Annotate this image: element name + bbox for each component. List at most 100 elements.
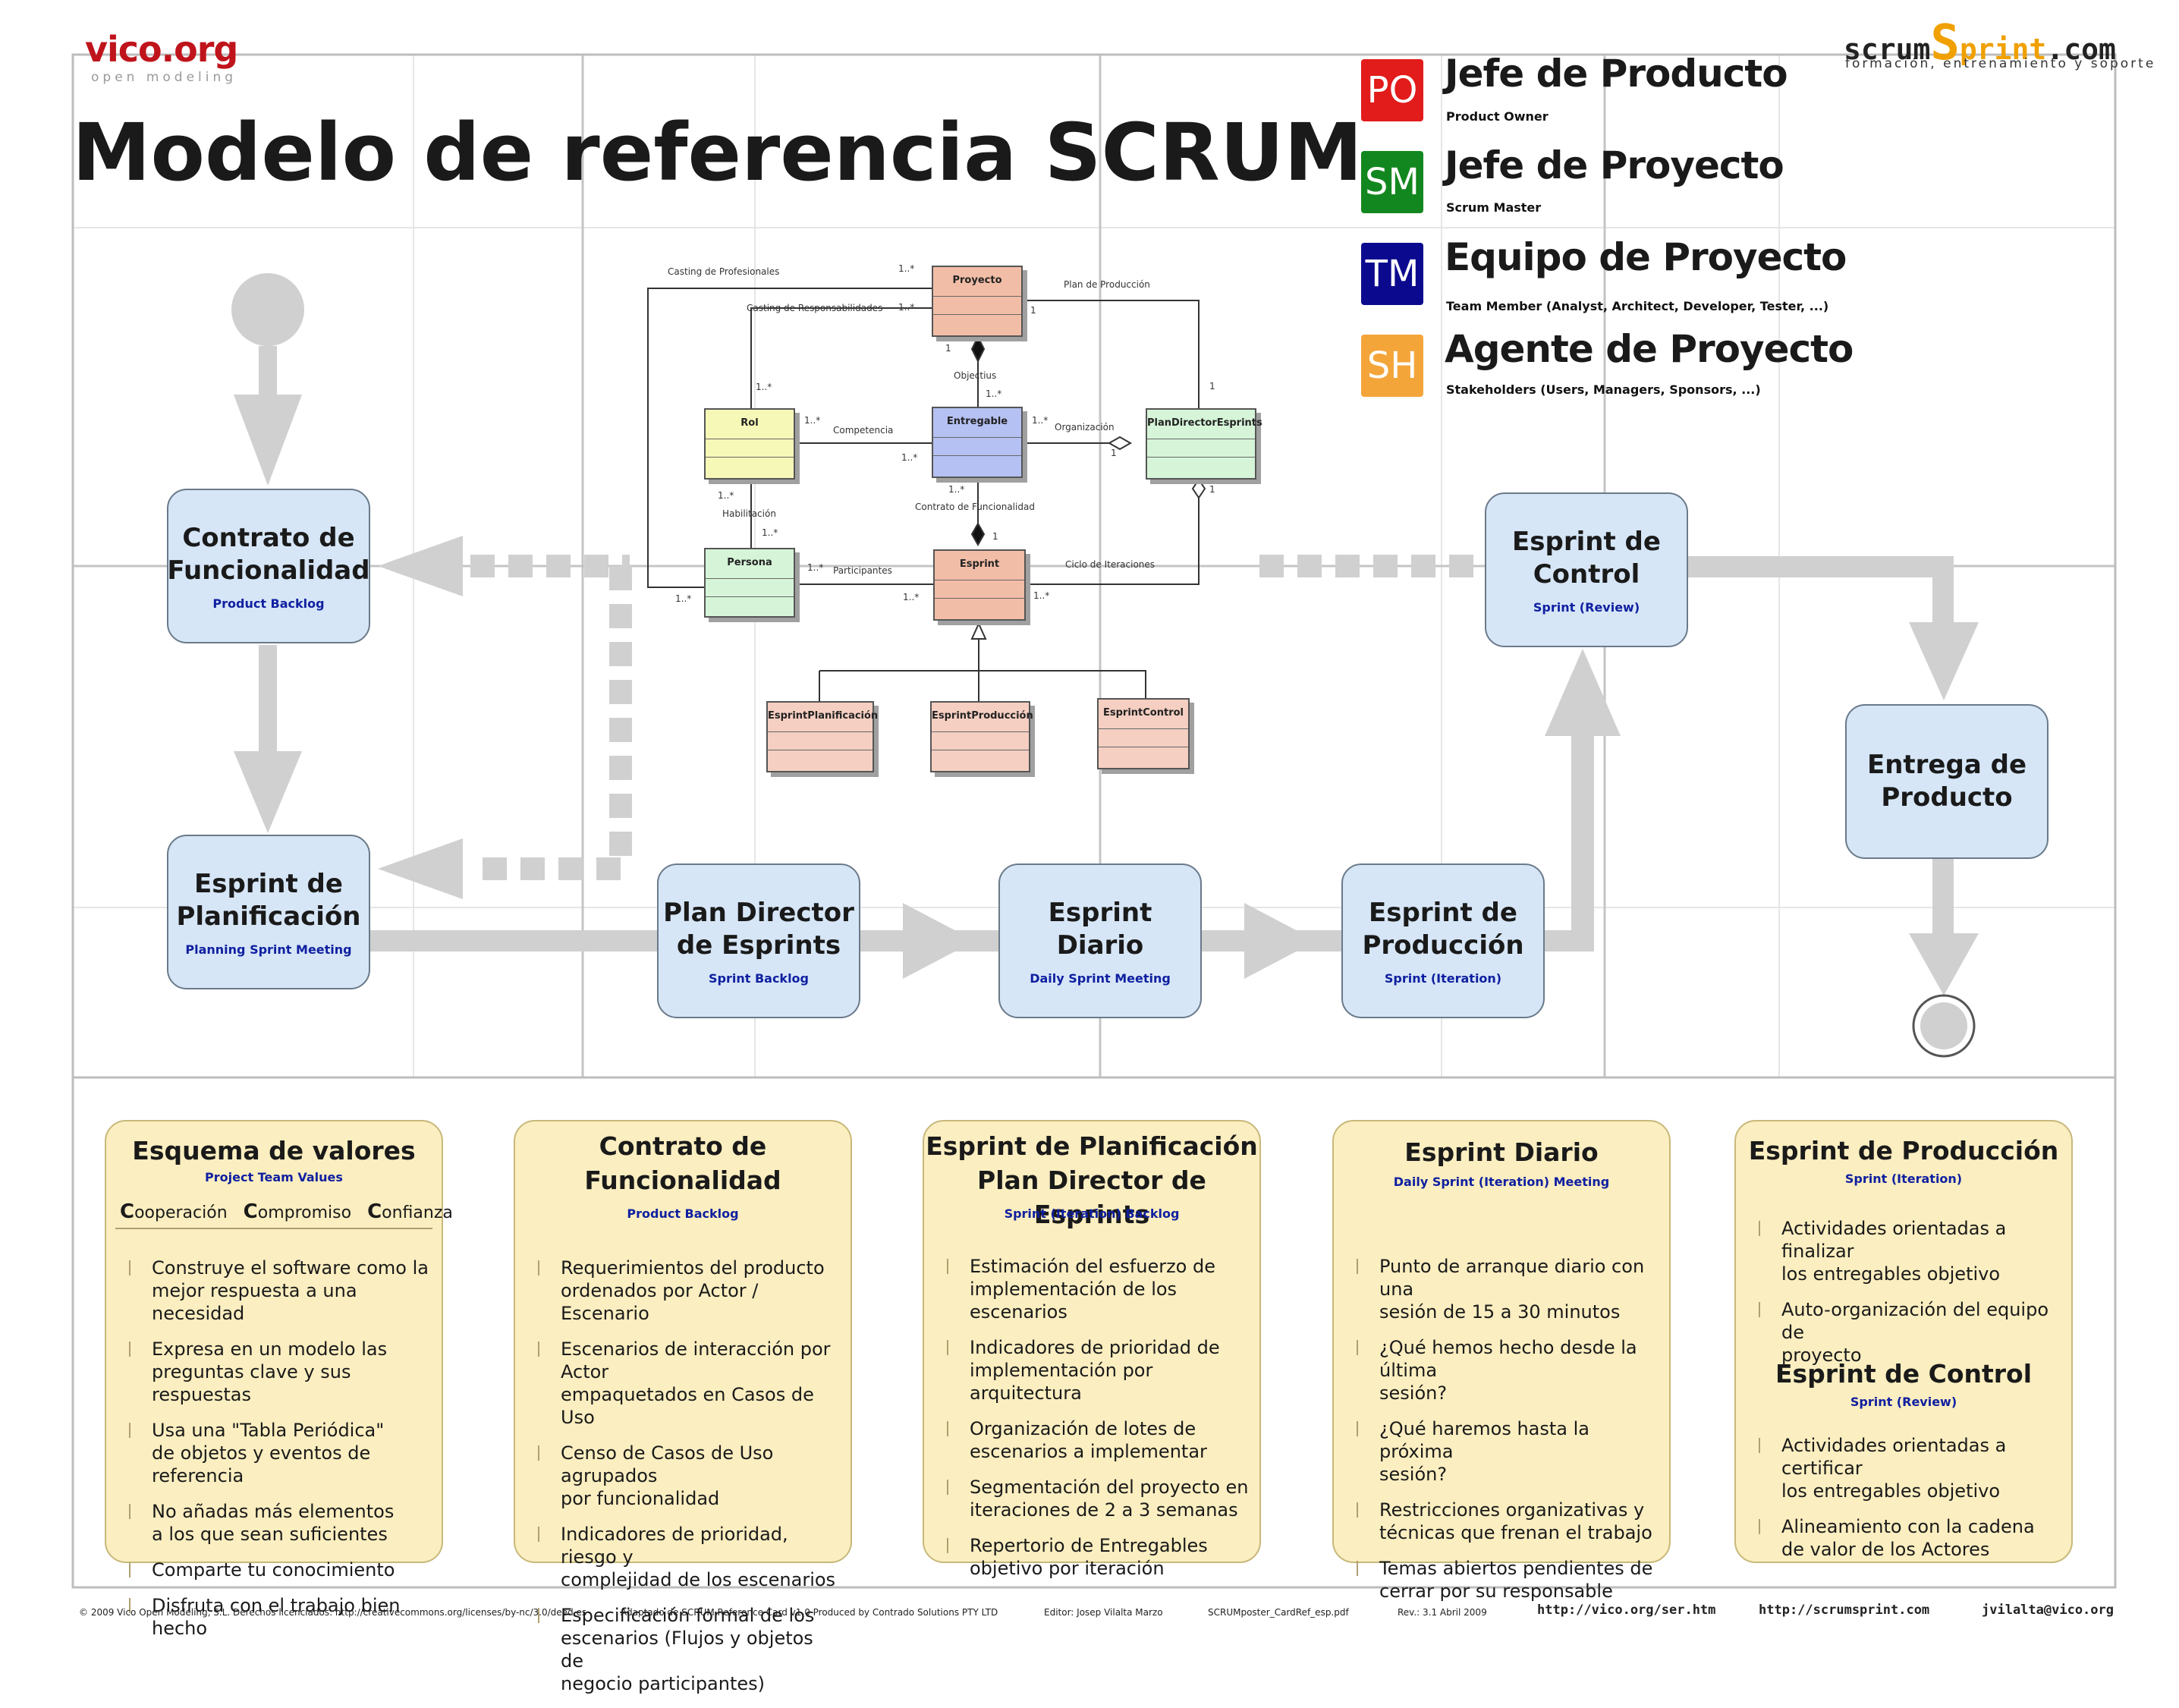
node-subtitle: Sprint (Iteration) xyxy=(1384,970,1502,986)
class-divider xyxy=(935,598,1024,599)
uml-label-objetivos: Objectius xyxy=(954,370,997,381)
logo-part-print: print xyxy=(1959,33,2047,66)
bullet xyxy=(947,1259,948,1274)
uml-mult: 1 xyxy=(1030,305,1036,316)
class-name: PlanDirectorEsprints xyxy=(1147,417,1262,429)
uml-label-casting-profesionales: Casting de Profesionales xyxy=(668,266,780,277)
uml-label-contrato-funcionalidad: Contrato de Funcionalidad xyxy=(915,502,1035,512)
node-esprint-diario[interactable]: Esprint Diario Daily Sprint Meeting xyxy=(998,863,1202,1018)
uml-mult: 1 xyxy=(945,343,951,354)
list-item: Alineamiento con la cadena de valor de l… xyxy=(1759,1515,2061,1561)
bullet xyxy=(947,1421,948,1436)
footer-file: SCRUMposter_CardRef_esp.pdf xyxy=(1208,1607,1349,1618)
uml-class-esprint-planificacion[interactable]: EsprintPlanificación xyxy=(766,701,878,772)
bullet xyxy=(1759,1438,1760,1453)
uml-mult: 1..* xyxy=(1032,415,1049,426)
node-esprint-produccion[interactable]: Esprint de Producción Sprint (Iteration) xyxy=(1341,863,1545,1018)
uml-class-proyecto[interactable]: Proyecto xyxy=(932,266,1023,337)
class-name: Rol xyxy=(740,417,759,429)
node-esprint-planificacion[interactable]: Esprint de Planificación Planning Sprint… xyxy=(167,835,370,989)
card-title: Esprint de Planificación Plan Director d… xyxy=(926,1131,1258,1229)
bullet xyxy=(947,1340,948,1355)
item-text: No añadas más elementos a los que sean s… xyxy=(152,1501,395,1545)
card-subtitle: Sprint (Iteration) Backlog xyxy=(1004,1206,1180,1221)
item-text: Comparte tu conocimiento xyxy=(152,1559,395,1581)
bullet xyxy=(538,1342,539,1357)
list-item: Segmentación del proyecto en iteraciones… xyxy=(947,1476,1249,1521)
card-list: Requerimientos del producto ordenados po… xyxy=(538,1257,840,1708)
item-text: Actividades orientadas a certificar los … xyxy=(1781,1435,2007,1502)
node-subtitle: Sprint (Review) xyxy=(1533,599,1640,615)
uml-label-habilitacion: Habilitación xyxy=(722,508,776,519)
node-title: Plan Director de Esprints xyxy=(663,897,854,961)
uml-label-participantes: Participantes xyxy=(833,565,892,576)
footer-link-scrumsprint[interactable]: http://scrumsprint.com xyxy=(1759,1603,1930,1618)
node-subtitle: Sprint Backlog xyxy=(708,970,809,986)
class-divider xyxy=(706,596,794,597)
uml-mult: 1..* xyxy=(804,415,821,426)
list-item: Indicadores de prioridad, riesgo y compl… xyxy=(538,1523,840,1591)
uml-mult: 1 xyxy=(992,531,998,542)
node-esprint-control[interactable]: Esprint de Control Sprint (Review) xyxy=(1485,492,1688,647)
value-initial: C xyxy=(367,1200,382,1223)
uml-class-persona[interactable]: Persona xyxy=(704,548,795,618)
bullet xyxy=(1357,1561,1358,1576)
footer-email[interactable]: jvilalta@vico.org xyxy=(1982,1603,2114,1618)
uml-mult: 1 xyxy=(1209,484,1215,495)
list-item: Temas abiertos pendientes de cerrar por … xyxy=(1357,1557,1659,1603)
end-node xyxy=(1920,1002,1967,1049)
node-title: Esprint de Planificación xyxy=(176,868,361,932)
uml-mult: 1..* xyxy=(807,562,824,573)
footer-link-vico[interactable]: http://vico.org/ser.htm xyxy=(1537,1603,1716,1618)
uml-class-esprint[interactable]: Esprint xyxy=(933,549,1026,621)
item-text: Indicadores de prioridad, riesgo y compl… xyxy=(561,1524,836,1590)
bullet xyxy=(1759,1221,1760,1236)
node-contrato-funcionalidad[interactable]: Contrato de Funcionalidad Product Backlo… xyxy=(167,489,370,643)
class-divider xyxy=(933,314,1021,315)
bullet xyxy=(129,1504,130,1519)
bullet xyxy=(538,1608,539,1623)
item-text: Escenarios de interacción por Actor empa… xyxy=(561,1338,831,1428)
uml-class-entregable[interactable]: Entregable xyxy=(932,407,1023,478)
card-subtitle: Daily Sprint (Iteration) Meeting xyxy=(1393,1175,1610,1189)
logo-part-com: .com xyxy=(2046,33,2116,66)
card-subtitle: Product Backlog xyxy=(627,1206,739,1221)
bullet xyxy=(129,1342,130,1357)
list-item: Repertorio de Entregables objetivo por i… xyxy=(947,1534,1249,1580)
footer-adapted: Adaptado de SCRUM Reference Card v1.0 Pr… xyxy=(621,1607,998,1618)
scrumsprint-logo[interactable]: scrumSprint.com xyxy=(1844,15,2116,71)
value-rest: ompromiso xyxy=(257,1203,352,1222)
list-item: Construye el software como la mejor resp… xyxy=(129,1257,431,1325)
node-entrega-producto[interactable]: Entrega de Producto xyxy=(1845,704,2049,859)
card-subtitle-2: Sprint (Review) xyxy=(1850,1395,1957,1409)
vico-logo[interactable]: vico.org xyxy=(85,29,238,70)
uml-class-esprint-control[interactable]: EsprintControl xyxy=(1097,698,1190,769)
card-list: Construye el software como la mejor resp… xyxy=(129,1257,431,1653)
class-divider xyxy=(706,578,794,579)
footer-editor: Editor: Josep Vilalta Marzo xyxy=(1044,1607,1163,1618)
logo-part-s: S xyxy=(1930,15,1960,71)
class-divider xyxy=(933,296,1021,297)
card-list: Actividades orientadas a finalizar los e… xyxy=(1759,1217,2061,1379)
list-item: Expresa en un modelo las preguntas clave… xyxy=(129,1338,431,1406)
node-plan-director[interactable]: Plan Director de Esprints Sprint Backlog xyxy=(657,863,860,1018)
value-initial: C xyxy=(120,1200,135,1223)
bullet xyxy=(1357,1340,1358,1355)
uml-class-plan-director-esprints[interactable]: PlanDirectorEsprints xyxy=(1146,408,1262,480)
uml-class-rol[interactable]: Rol xyxy=(704,408,795,480)
card-esprint-diario: Esprint Diario Daily Sprint (Iteration) … xyxy=(1332,1120,1671,1602)
item-text: Punto de arranque diario con una sesión … xyxy=(1379,1256,1645,1323)
uml-class-esprint-produccion[interactable]: EsprintProducción xyxy=(930,701,1033,772)
list-item: Comparte tu conocimiento xyxy=(129,1559,431,1581)
poster-frame xyxy=(71,53,2117,1589)
list-item: Censo de Casos de Uso agrupados por func… xyxy=(538,1442,840,1510)
uml-mult: 1..* xyxy=(898,302,915,313)
flow-arrows xyxy=(231,273,1979,996)
node-title: Esprint de Producción xyxy=(1362,897,1524,961)
list-item: Estimación del esfuerzo de implementació… xyxy=(947,1255,1249,1323)
card-subtitle: Sprint (Iteration) xyxy=(1844,1172,1963,1186)
role-badge-sm: SM xyxy=(1361,151,1423,213)
uml-mult: 1..* xyxy=(718,490,734,501)
node-title: Entrega de Producto xyxy=(1866,750,2027,813)
item-text: Alineamiento con la cadena de valor de l… xyxy=(1781,1516,2035,1560)
